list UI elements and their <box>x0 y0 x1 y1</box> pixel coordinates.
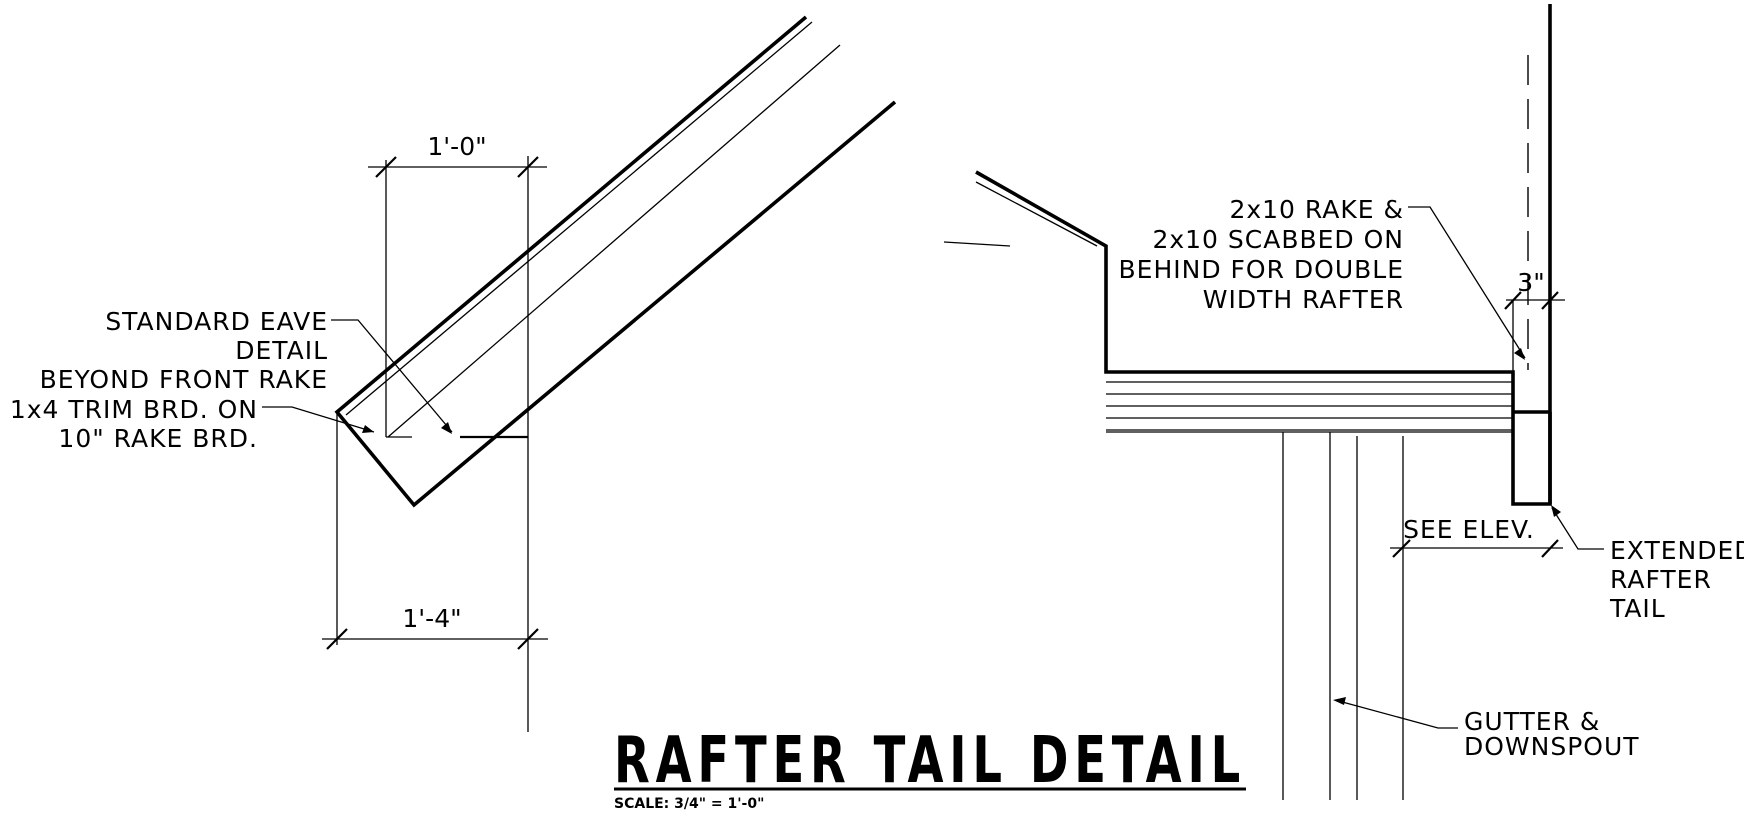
svg-text:1x4 TRIM BRD. ON: 1x4 TRIM BRD. ON <box>10 395 258 424</box>
see-elev-text: SEE ELEV. <box>1403 515 1535 544</box>
trim-board-note: 1x4 TRIM BRD. ON 10" RAKE BRD. <box>10 395 375 453</box>
trim-board-line <box>345 21 813 416</box>
dimension-bottom-text: 1'-4" <box>402 604 461 633</box>
svg-text:RAFTER: RAFTER <box>1610 565 1712 594</box>
svg-text:2x10 RAKE &: 2x10 RAKE & <box>1229 195 1404 224</box>
roof-slope-inner <box>975 181 1098 247</box>
downspout <box>1282 432 1404 800</box>
svg-text:DETAIL: DETAIL <box>235 336 328 365</box>
gutter-note: GUTTER & DOWNSPOUT <box>1333 697 1640 761</box>
dimension-bottom: 1'-4" <box>322 604 548 650</box>
svg-text:10" RAKE BRD.: 10" RAKE BRD. <box>58 424 258 453</box>
svg-text:BEHIND FOR DOUBLE: BEHIND FOR DOUBLE <box>1119 255 1405 284</box>
dimension-top-text: 1'-0" <box>427 132 486 161</box>
extended-rafter-note: EXTENDED RAFTER TAIL <box>1551 505 1744 623</box>
see-elev-dimension: SEE ELEV. <box>1390 515 1563 558</box>
rafter-top-line <box>387 44 841 438</box>
svg-text:EXTENDED: EXTENDED <box>1610 536 1744 565</box>
rake-section <box>334 15 897 732</box>
rake-board-outline <box>334 15 897 508</box>
drawing-scale: SCALE: 3/4" = 1'-0" <box>614 796 764 812</box>
drawing-title: RAFTER TAIL DETAIL <box>614 724 1246 798</box>
rafter-tail-section <box>943 4 1552 800</box>
svg-text:2x10 SCABBED ON: 2x10 SCABBED ON <box>1152 225 1404 254</box>
svg-text:GUTTER &: GUTTER & <box>1464 707 1600 736</box>
svg-text:DOWNSPOUT: DOWNSPOUT <box>1464 732 1640 761</box>
svg-text:BEYOND FRONT RAKE: BEYOND FRONT RAKE <box>40 365 328 394</box>
svg-text:WIDTH RAFTER: WIDTH RAFTER <box>1203 285 1404 314</box>
dimension-rafter: 3" <box>1504 268 1565 310</box>
fascia-hatch <box>1106 381 1513 431</box>
title-block: RAFTER TAIL DETAIL SCALE: 3/4" = 1'-0" <box>614 724 1246 812</box>
dimension-top: 1'-0" <box>368 132 547 178</box>
dimension-rafter-text: 3" <box>1517 268 1544 297</box>
rake-note: 2x10 RAKE & 2x10 SCABBED ON BEHIND FOR D… <box>1119 195 1526 360</box>
svg-text:TAIL: TAIL <box>1609 594 1666 623</box>
soffit-left <box>943 241 1011 247</box>
svg-text:STANDARD EAVE: STANDARD EAVE <box>105 307 328 336</box>
standard-eave-note: STANDARD EAVE DETAIL BEYOND FRONT RAKE <box>40 307 453 434</box>
